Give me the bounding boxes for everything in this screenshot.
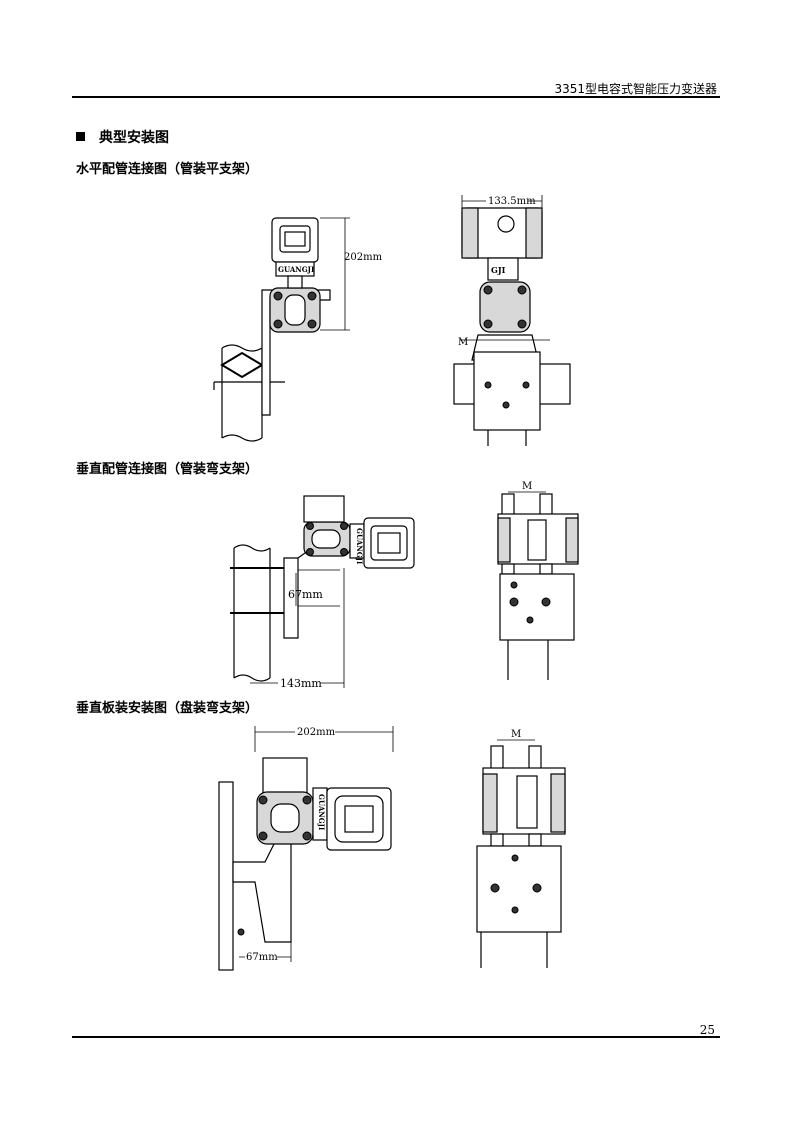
subsection-title-panel-mount: 垂直板装安装图（盘装弯支架） [76,701,259,716]
fig5-brand: GUANGJI [317,794,326,830]
bullet-icon [76,132,85,141]
fig2-dim-m: M [458,337,468,348]
fig6-dim-m: M [511,729,521,740]
figure-panel-side: 202mm GUANGJI 67mm [218,725,394,971]
fig5-dim-offset: 67mm [246,952,278,963]
fig2-brand: GJI [491,265,506,275]
figure-horizontal-pipe-front: 133.5mm GJI M [453,194,571,446]
fig2-dim-width: 133.5mm [488,196,536,207]
fig4-dim-m: M [522,481,532,492]
subsection-title-vertical-pipe: 垂直配管连接图（管装弯支架） [76,462,259,477]
subsection-title-horizontal-pipe: 水平配管连接图（管装平支架） [76,162,259,177]
fig3-dim-offset: 67mm [288,588,323,601]
fig1-brand: GUANGJI [278,265,314,274]
section-title-text: 典型安装图 [99,130,169,146]
figure-horizontal-pipe-side: GUANGJI 202mm [213,217,383,442]
footer-rule [72,1036,720,1038]
fig3-brand: GUANGJI [355,528,364,564]
figure-vertical-pipe-side: GUANGJI 67mm 143mm [230,495,415,690]
figure-panel-front: M [476,729,566,968]
header-rule [72,96,720,98]
figure-vertical-pipe-front: M [497,481,579,680]
section-title: 典型安装图 [76,127,169,147]
fig3-dim-width: 143mm [280,677,322,690]
header-title: 3351型电容式智能压力变送器 [554,82,717,96]
fig1-dim-height: 202mm [344,252,383,263]
page-number: 25 [699,1023,715,1037]
fig5-dim-width: 202mm [297,727,336,738]
